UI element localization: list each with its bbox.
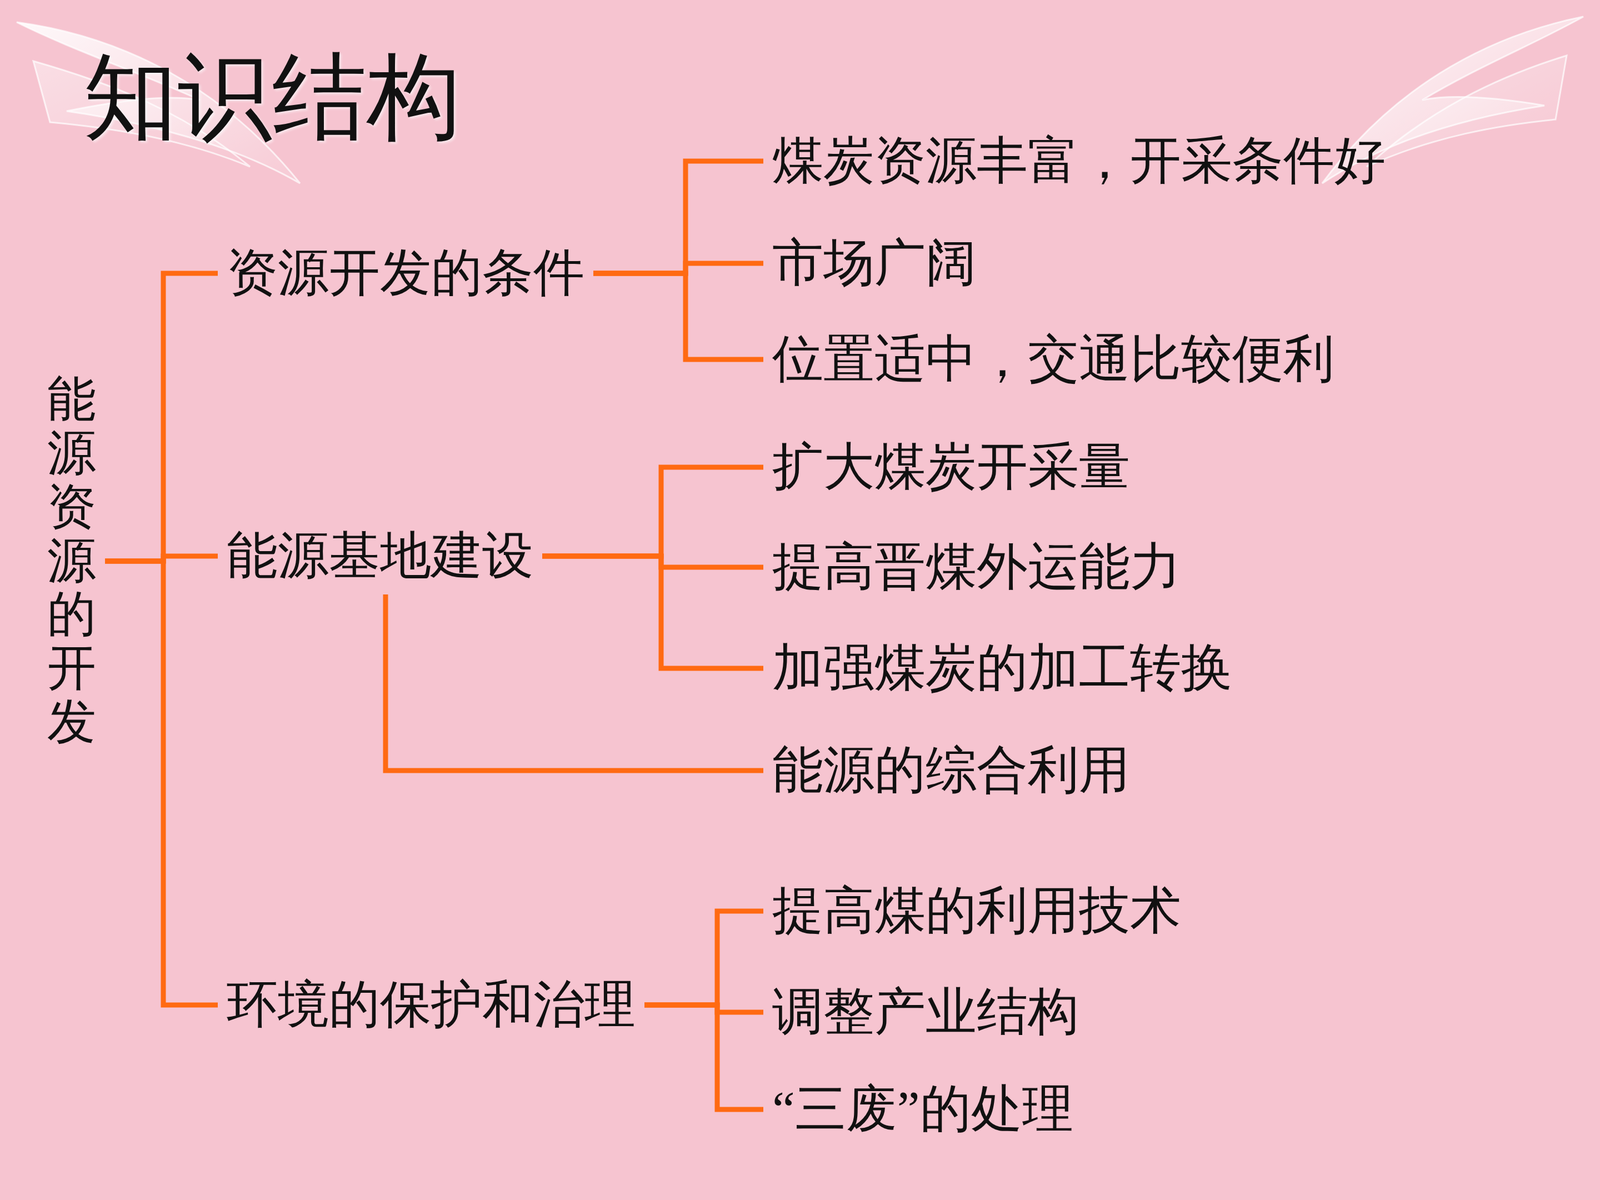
diagram-title: 知识结构 [83,34,462,162]
branch-topic: 能源基地建设 [226,526,534,586]
leaf-topic: 位置适中，交通比较便利 [772,330,1335,389]
topic-label: 提高煤的利用技术 [772,881,1182,941]
leaf-topic: 提高晋煤外运能力 [772,537,1182,597]
bracket-connector [644,911,764,1005]
bracket-connector [644,1005,764,1110]
topic-label: 资源开发的条件 [226,243,585,303]
topic-label: 煤炭资源丰富，开采条件好 [772,131,1386,191]
vertical-label: 能源资源的开发 [47,372,97,750]
topic-label: 扩大煤炭开采量 [772,437,1130,497]
leaf-topic: 能源的综合利用 [772,741,1130,800]
bracket-connector [542,467,764,557]
leaf-topic: 扩大煤炭开采量 [772,437,1130,497]
topic-label: “三废”的处理 [772,1080,1074,1139]
leaf-topic: 提高煤的利用技术 [772,881,1182,941]
branch-topic: 环境的保护和治理 [226,975,636,1035]
root-topic: 能源资源的开发 [47,372,97,750]
leaf-topic: 煤炭资源丰富，开采条件好 [772,131,1386,191]
topic-label: 调整产业结构 [772,982,1079,1042]
topic-label: 加强煤炭的加工转换 [772,638,1233,698]
topic-label: 环境的保护和治理 [226,975,636,1035]
bracket-connector [593,161,764,274]
leaf-topic: “三废”的处理 [772,1080,1074,1139]
topic-label: 能源的综合利用 [772,741,1130,800]
bracket-connector [105,273,218,562]
bracket-connector [105,561,218,1005]
leaf-topic: 市场广阔 [772,233,977,293]
bracket-connector [542,556,764,669]
topic-label: 市场广阔 [772,233,977,293]
bracket-connector [385,594,764,771]
bracket-connector [593,273,764,360]
topic-label: 提高晋煤外运能力 [772,537,1182,597]
branch-topic: 资源开发的条件 [226,243,585,303]
topic-label: 位置适中，交通比较便利 [772,330,1335,389]
leaf-topic: 调整产业结构 [772,982,1079,1042]
leaf-topic: 加强煤炭的加工转换 [772,638,1233,698]
topic-label: 能源基地建设 [226,526,534,586]
